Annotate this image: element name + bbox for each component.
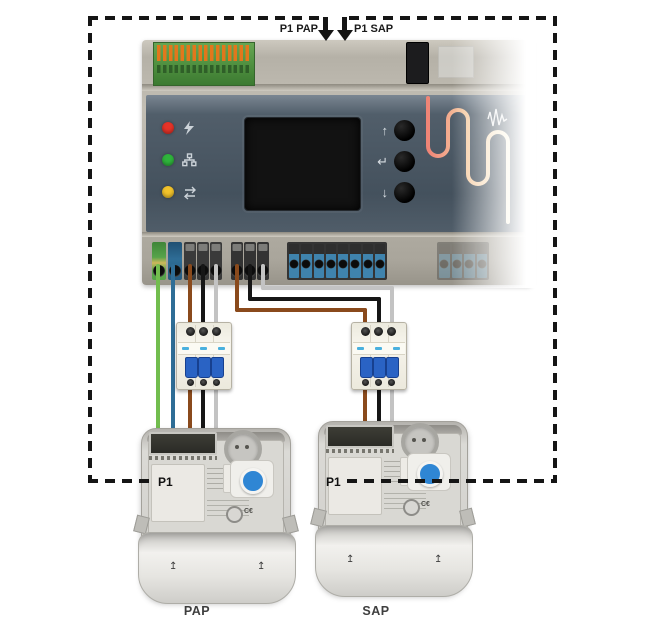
wire-sap-grey-v2 xyxy=(390,286,394,326)
sap-meter: C€ ↥ ↥ xyxy=(310,421,476,597)
sap-dashed-right xyxy=(553,16,557,483)
terminal-cover: ↥ ↥ xyxy=(315,525,473,597)
sap-arrow-head xyxy=(337,30,353,41)
pap-meter-name: PAP xyxy=(183,604,211,618)
sap-meter-p1-label: P1 xyxy=(326,475,341,489)
pap-dashed-top xyxy=(88,16,325,20)
pap-terminal-n xyxy=(197,242,209,280)
wire-sap-brown-v2 xyxy=(363,308,367,326)
sap-arrow-shaft xyxy=(342,17,347,31)
terminal-cover: ↥ ↥ xyxy=(138,532,296,604)
pap-arrow-shaft xyxy=(323,17,328,31)
swap-arrows-icon xyxy=(183,186,196,200)
power-led xyxy=(162,122,174,134)
pap-dashed-left xyxy=(88,16,92,483)
meter-nameplate xyxy=(151,464,205,522)
meter-seal xyxy=(403,499,420,516)
wire-pap-grey-out xyxy=(214,386,218,434)
pap-arrow-head xyxy=(318,30,334,41)
pap-dashed-bottom xyxy=(88,479,155,483)
sap-dashed-bottom xyxy=(347,479,557,483)
lightning-icon xyxy=(184,121,194,135)
breaker-toggle xyxy=(360,357,373,378)
wire-sap-black-v1 xyxy=(248,264,252,301)
wire-pap-black-in xyxy=(201,264,205,326)
device-display xyxy=(244,117,361,211)
wire-pap-brown-in xyxy=(188,264,192,326)
up-arrow-glyph: ↑ xyxy=(381,123,389,138)
pap-meter-p1-label: P1 xyxy=(158,475,173,489)
wire-sap-grey-out xyxy=(390,386,394,428)
wire-sap-brown-h xyxy=(235,308,367,312)
pap-terminal-p1 xyxy=(210,242,222,280)
wire-sap-black-v2 xyxy=(377,297,381,326)
enter-arrow-glyph: ↵ xyxy=(377,154,388,169)
breaker-toggle xyxy=(373,357,386,378)
breaker-toggle xyxy=(386,357,399,378)
wire-ground-green xyxy=(156,264,160,434)
meter-button xyxy=(240,468,266,494)
wire-neutral-blue xyxy=(171,264,175,434)
meter-lcd xyxy=(326,425,394,448)
pap-breaker xyxy=(176,322,232,390)
breaker-toggle xyxy=(185,357,198,378)
sap-meter-name: SAP xyxy=(362,604,390,618)
wire-pap-grey-in xyxy=(214,264,218,326)
enclosure-groove-top xyxy=(142,84,532,91)
sap-dashed-top xyxy=(349,16,557,20)
meter-lcd xyxy=(149,432,217,455)
down-arrow-glyph: ↓ xyxy=(381,185,389,200)
up-button xyxy=(394,120,415,141)
comms-module xyxy=(406,42,429,84)
wire-sap-grey-v1 xyxy=(261,264,265,290)
down-button xyxy=(394,182,415,203)
wire-sap-brown-v1 xyxy=(235,264,239,312)
io-terminal-screws xyxy=(157,65,249,73)
enter-button xyxy=(394,151,415,172)
ce-mark: C€ xyxy=(244,508,253,515)
wire-sap-black-h xyxy=(248,297,381,301)
sap-breaker xyxy=(351,322,407,390)
pap-meter: C€ ↥ ↥ xyxy=(133,428,299,604)
wire-pap-black-out xyxy=(201,386,205,434)
enclosure-groove-bottom xyxy=(142,232,532,237)
breaker-toggle xyxy=(211,357,224,378)
ce-mark: C€ xyxy=(421,501,430,508)
wire-sap-grey-h xyxy=(261,286,394,290)
image-fade xyxy=(452,36,536,288)
activity-led xyxy=(162,186,174,198)
wire-sap-black-out xyxy=(377,386,381,428)
pap-port-label: P1 PAP xyxy=(279,23,318,35)
meter-nameplate xyxy=(328,457,382,515)
network-led xyxy=(162,154,174,166)
meter-button xyxy=(417,461,443,487)
output-terminal-bank xyxy=(287,242,387,280)
wire-sap-brown-out xyxy=(363,386,367,428)
wire-pap-brown-out xyxy=(188,386,192,434)
breaker-toggle xyxy=(198,357,211,378)
meter-seal xyxy=(226,506,243,523)
network-icon xyxy=(182,153,197,167)
sap-port-label: P1 SAP xyxy=(354,23,394,35)
io-terminal-pins xyxy=(157,45,249,61)
io-terminal-block xyxy=(153,42,255,86)
